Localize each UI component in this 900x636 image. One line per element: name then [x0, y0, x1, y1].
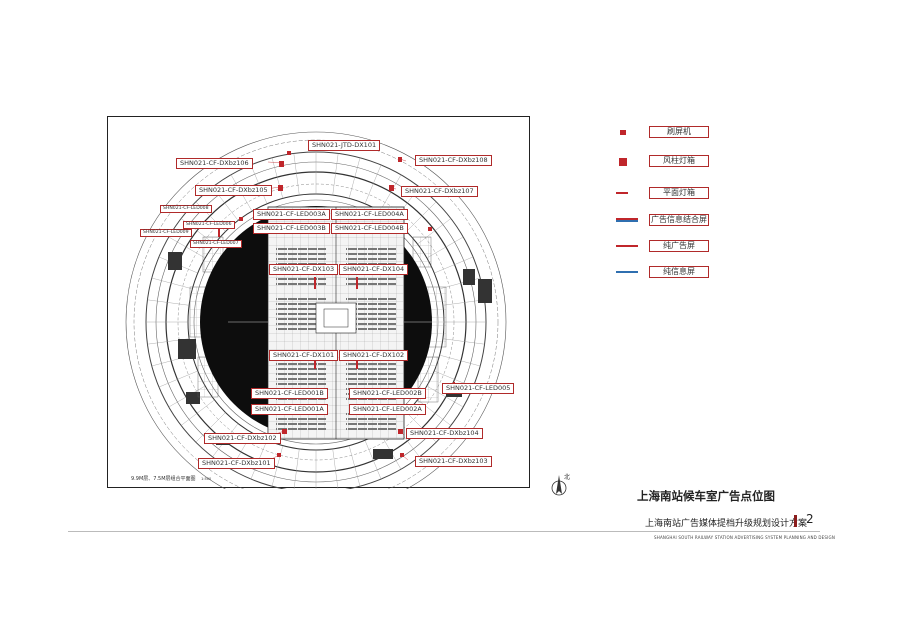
tag-dx101: SHN021-CF-DX101	[269, 350, 339, 361]
north-label: 北	[564, 474, 571, 481]
tag-dxbz103: SHN021-CF-DXbz103	[415, 456, 492, 467]
scale-note: 9.9M层、7.5M层组合平面图 1:500	[131, 476, 212, 482]
tag-dx104: SHN021-CF-DX104	[339, 264, 409, 275]
legend-item-combined-screen: 广告信息结合屏	[612, 214, 742, 228]
floor-plan: SHN021-JTD-DX101 SHN021-CF-DXbz106 SHN02…	[107, 116, 530, 489]
red-bar-icon	[616, 192, 628, 194]
tag-led001a: SHN021-CF-LED001A	[251, 404, 328, 415]
legend-label: 刷屏机	[649, 126, 709, 138]
legend-item-brush-screen: 刷屏机	[612, 126, 742, 140]
tag-led003b: SHN021-CF-LED003B	[253, 223, 330, 234]
tag-led004a: SHN021-CF-LED004A	[331, 209, 408, 220]
legend-label: 纯广告屏	[649, 240, 709, 252]
tag-led002b: SHN021-CF-LED002B	[349, 388, 426, 399]
accent-bar	[794, 515, 797, 527]
tag-led006: SHN021-CF-LED006	[183, 221, 235, 229]
subtitle: 上海南站广告媒体提档升级规划设计方案	[645, 519, 808, 529]
tag-jtd-dx101: SHN021-JTD-DX101	[308, 140, 381, 151]
legend-label: 纯信息屏	[649, 266, 709, 278]
tag-led003a: SHN021-CF-LED003A	[253, 209, 330, 220]
tag-led008: SHN021-CF-LED008	[160, 205, 212, 213]
tag-dxbz107: SHN021-CF-DXbz107	[401, 186, 478, 197]
tag-led002a: SHN021-CF-LED002A	[349, 404, 426, 415]
tag-led001b: SHN021-CF-LED001B	[251, 388, 328, 399]
legend-item-flat-lightbox: 平面灯箱	[612, 187, 742, 201]
legend-label: 风柱灯箱	[649, 155, 709, 167]
tag-led005: SHN021-CF-LED005	[442, 383, 515, 394]
tag-dxbz105: SHN021-CF-DXbz105	[195, 185, 272, 196]
tag-dxbz102: SHN021-CF-DXbz102	[204, 433, 281, 444]
tag-dxbz106: SHN021-CF-DXbz106	[176, 158, 253, 169]
north-arrow-icon: 北	[551, 472, 573, 504]
footer-divider	[68, 531, 820, 532]
blue-bar-icon	[616, 271, 638, 273]
tag-dx103: SHN021-CF-DX103	[269, 264, 339, 275]
page-number: 2	[806, 512, 814, 526]
legend-item-info-screen: 纯信息屏	[612, 266, 742, 280]
legend-item-ad-screen: 纯广告屏	[612, 240, 742, 254]
tag-dxbz108: SHN021-CF-DXbz108	[415, 155, 492, 166]
legend-item-pillar-lightbox: 风柱灯箱	[612, 155, 742, 169]
page-title: 上海南站候车室广告点位图	[637, 489, 775, 503]
red-blue-bar-icon	[616, 218, 638, 222]
english-subtitle: SHANGHAI SOUTH RAILWAY STATION ADVERTISI…	[654, 535, 836, 540]
tag-led007: SHN021-CF-LED007	[190, 240, 242, 248]
red-bar-long-icon	[616, 245, 638, 247]
tag-dxbz104: SHN021-CF-DXbz104	[406, 428, 483, 439]
tag-dxbz101: SHN021-CF-DXbz101	[198, 458, 275, 469]
legend-label: 广告信息结合屏	[649, 214, 709, 226]
tag-led009: SHN021-CF-LED009	[140, 229, 192, 237]
legend-label: 平面灯箱	[649, 187, 709, 199]
square-icon	[619, 158, 627, 166]
tag-dx102: SHN021-CF-DX102	[339, 350, 409, 361]
tag-led004b: SHN021-CF-LED004B	[331, 223, 408, 234]
small-square-icon	[620, 130, 626, 135]
